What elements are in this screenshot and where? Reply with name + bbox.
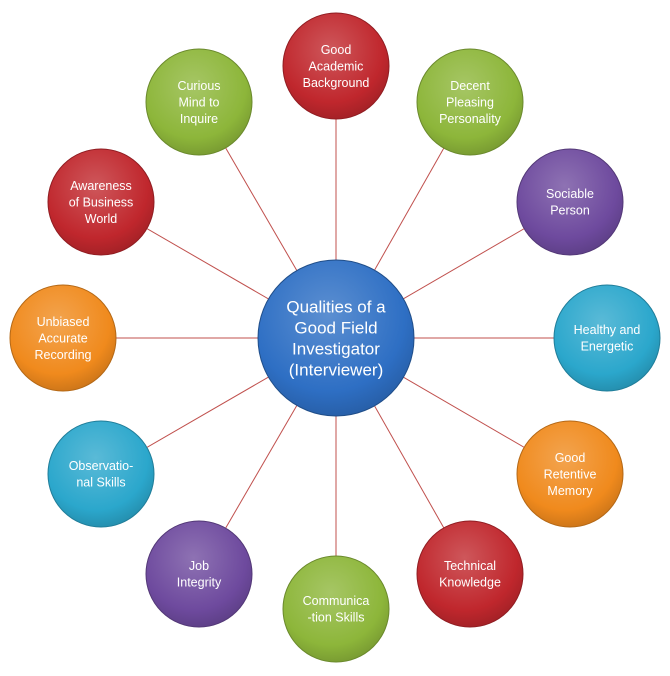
node-label-line: Job (189, 559, 209, 573)
node-label-line: Retentive (544, 467, 597, 481)
node-label-line: nal Skills (76, 476, 125, 490)
node-circle (516, 148, 624, 256)
node-label-line: World (85, 212, 117, 226)
node-circle (9, 284, 117, 392)
node-label-line: Academic (309, 59, 364, 73)
node-label-line: Personality (439, 112, 502, 126)
node-label-line: Accurate (38, 331, 87, 345)
node-label-line: Communica (303, 594, 370, 608)
node-label-line: Inquire (180, 112, 218, 126)
node-label-line: Pleasing (446, 95, 494, 109)
node-circle (416, 48, 524, 156)
node-label-line: Curious (177, 79, 220, 93)
node-label-line: Awareness (70, 179, 132, 193)
node-label-line: (Interviewer) (289, 360, 383, 379)
node-label-line: Mind to (179, 95, 220, 109)
node-label-line: Background (303, 76, 370, 90)
node-label-line: Observatio- (69, 459, 134, 473)
node-observational-skills: Observatio-nal Skills (47, 420, 155, 528)
node-label-line: Recording (35, 348, 92, 362)
node-label-line: Good (321, 43, 352, 57)
node-circle (282, 12, 390, 120)
node-label-line: Sociable (546, 187, 594, 201)
node-circle (416, 520, 524, 628)
node-label-line: Investigator (292, 339, 380, 358)
node-label-line: Healthy and (574, 323, 641, 337)
node-label-line: Good Field (294, 318, 377, 337)
node-label-line: Person (550, 204, 590, 218)
node-circle (553, 284, 661, 392)
node-communication-skills: Communica -tion Skills (282, 555, 390, 663)
node-label-line: Decent (450, 79, 490, 93)
node-label-line: Memory (547, 484, 593, 498)
node-label-line: Integrity (177, 576, 222, 590)
node-circle (47, 148, 155, 256)
node-circle (47, 420, 155, 528)
node-circle (516, 420, 624, 528)
node-label-line: -tion Skills (308, 611, 365, 625)
node-label: Observatio-nal Skills (69, 459, 134, 490)
node-label-line: Knowledge (439, 576, 501, 590)
node-label-line: Good (555, 451, 586, 465)
node-label-line: Technical (444, 559, 496, 573)
node-label-line: Unbiased (37, 315, 90, 329)
center-circle (257, 259, 415, 417)
node-circle (282, 555, 390, 663)
node-label-line: Qualities of a (286, 297, 386, 316)
node-label-line: of Business (69, 195, 134, 209)
node-circle (145, 48, 253, 156)
node-label: Communica -tion Skills (303, 594, 370, 625)
node-circle (145, 520, 253, 628)
node-label-line: Energetic (581, 340, 634, 354)
